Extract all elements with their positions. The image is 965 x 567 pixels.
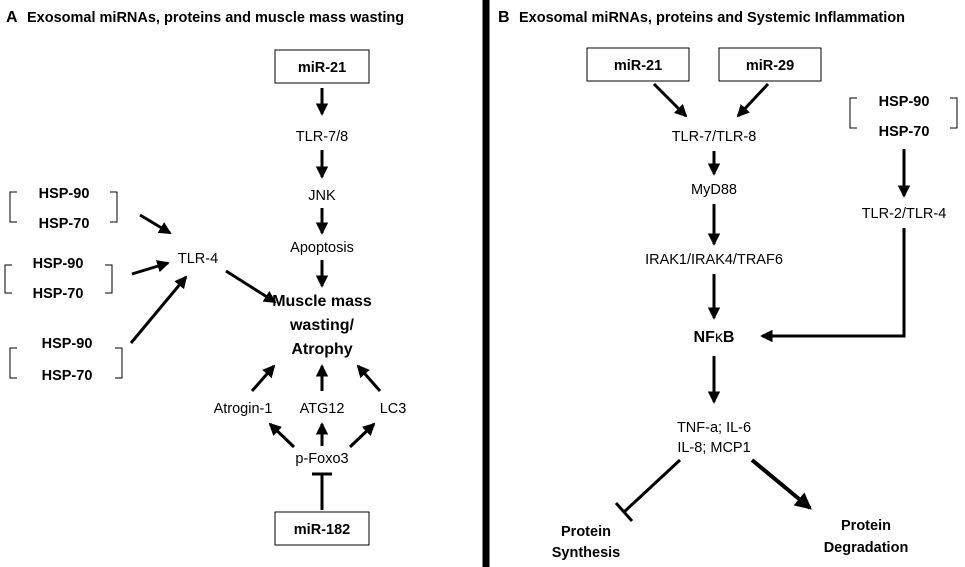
- arrow-pfoxo3-to-lc3: [348, 422, 376, 449]
- arrow-tlr24-to-nfkb: [760, 228, 906, 343]
- arrow-mir21-to-tlr78-b: [652, 82, 688, 118]
- arrow-atrogin-to-muscle: [250, 364, 276, 392]
- panel-a-letter: A: [6, 9, 18, 26]
- hsp70-label: HSP-70: [39, 216, 90, 232]
- inhibit-bar-b: [614, 502, 634, 522]
- hsp-group-b: HSP-90 HSP-70: [849, 94, 958, 140]
- pfoxo3-label: p-Foxo3: [295, 451, 348, 467]
- jnk-label: JNK: [308, 188, 336, 204]
- arrow-hsp3-to-tlr4: [129, 275, 188, 344]
- muscle-label-line1: Muscle mass: [272, 293, 372, 310]
- hsp-group-1: HSP-90 HSP-70: [9, 186, 118, 232]
- hsp70-label: HSP-70: [42, 368, 93, 384]
- bracket-left: [9, 191, 17, 223]
- mir182-box: [274, 511, 370, 546]
- hsp-group-2: HSP-90 HSP-70: [4, 256, 113, 302]
- arrow-mir29-to-tlr78-b: [736, 82, 770, 118]
- protein-synthesis-line2: Synthesis: [552, 545, 621, 561]
- nfkb-label: NFκB: [694, 329, 735, 346]
- tlr78-label: TLR-7/8: [296, 129, 348, 145]
- hsp-group-3: HSP-90 HSP-70: [9, 336, 123, 384]
- arrow-hsp2-to-tlr4: [131, 260, 170, 276]
- hsp70-label: HSP-70: [879, 124, 930, 140]
- nfkb-prefix: NF: [694, 329, 716, 346]
- protein-degradation-line1: Protein: [841, 518, 891, 534]
- bracket-right: [115, 347, 123, 379]
- arrow-cytokines-to-degradation: [750, 458, 812, 510]
- mir21-label-a: miR-21: [298, 60, 346, 76]
- lc3-label: LC3: [380, 401, 407, 417]
- hsp90-label: HSP-90: [879, 94, 930, 110]
- arrow-pfoxo3-to-atrogin: [268, 422, 296, 449]
- bracket-left: [849, 97, 857, 129]
- mir182-label: miR-182: [294, 522, 350, 538]
- bracket-right: [105, 264, 113, 294]
- bracket-right: [950, 97, 958, 129]
- nfkb-kappa: κ: [715, 329, 724, 346]
- hsp90-label: HSP-90: [33, 256, 84, 272]
- atrogin-label: Atrogin-1: [214, 401, 273, 417]
- hsp90-label: HSP-90: [42, 336, 93, 352]
- tlr7-tlr8-label: TLR-7/TLR-8: [672, 129, 757, 145]
- arrow-lc3-to-muscle: [356, 364, 382, 392]
- bracket-left: [4, 264, 12, 294]
- protein-degradation-line2: Degradation: [824, 540, 909, 556]
- irak-label: IRAK1/IRAK4/TRAF6: [645, 252, 783, 268]
- panel-b-letter: B: [498, 9, 510, 26]
- cytokines-line1: TNF-a; IL-6: [677, 420, 751, 436]
- arrow-tlr4-to-muscle: [225, 269, 277, 304]
- hsp90-label: HSP-90: [39, 186, 90, 202]
- mir21-box: [274, 49, 370, 84]
- mir21-label-b: miR-21: [614, 58, 662, 74]
- tlr4-label: TLR-4: [178, 251, 218, 267]
- muscle-label-line3: Atrophy: [291, 341, 352, 358]
- panel-a-title: Exosomal miRNAs, proteins and muscle mas…: [27, 10, 404, 26]
- mir21-box-b: [586, 47, 690, 82]
- mir29-box: [718, 47, 822, 82]
- panel-b-title: Exosomal miRNAs, proteins and Systemic I…: [519, 10, 905, 26]
- mir29-label: miR-29: [746, 58, 794, 74]
- muscle-label-line2: wasting/: [289, 317, 355, 334]
- tlr2-tlr4-label: TLR-2/TLR-4: [862, 206, 947, 222]
- protein-synthesis-line1: Protein: [561, 524, 611, 540]
- inhibit-cytokines-to-synthesis: [622, 458, 682, 514]
- bracket-left: [9, 347, 17, 379]
- myd88-label: MyD88: [691, 182, 737, 198]
- arrow-hsp1-to-tlr4: [139, 213, 172, 235]
- bracket-right: [110, 191, 118, 223]
- nfkb-suffix: B: [723, 329, 735, 346]
- cytokines-line2: IL-8; MCP1: [677, 440, 750, 456]
- atg12-label: ATG12: [300, 401, 345, 417]
- apoptosis-label: Apoptosis: [290, 240, 354, 256]
- hsp70-label: HSP-70: [33, 286, 84, 302]
